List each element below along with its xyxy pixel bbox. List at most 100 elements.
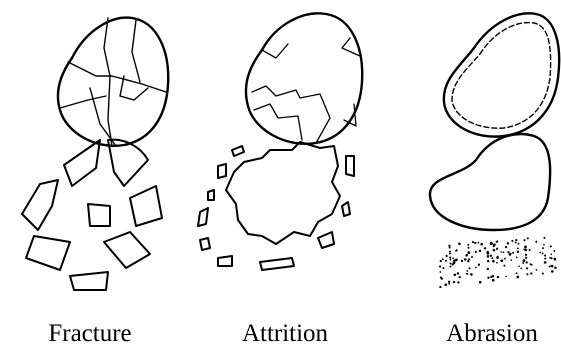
fragment: [104, 232, 150, 268]
dust-speck: [449, 247, 451, 249]
dust-speck: [507, 251, 509, 253]
dust-speck: [467, 251, 470, 254]
dust-speck: [469, 267, 471, 269]
dust-speck: [440, 260, 442, 262]
dust-speck: [472, 241, 474, 243]
chip: [218, 164, 226, 178]
dust-speck: [457, 281, 459, 283]
dust-speck: [487, 277, 489, 279]
dust-speck: [527, 237, 529, 239]
dust-speck: [479, 281, 482, 284]
dust-speck: [510, 253, 512, 255]
dust-speck: [542, 272, 544, 274]
dust-speck: [500, 259, 503, 262]
attrition-particle-outline: [246, 13, 362, 144]
dust-speck: [450, 266, 452, 268]
dust-speck: [465, 258, 467, 260]
fragment: [64, 140, 100, 186]
dust-speck: [484, 247, 486, 249]
dust-speck: [530, 272, 532, 274]
dust-speck: [525, 257, 527, 259]
dust-speck: [490, 242, 493, 245]
dust-speck: [487, 268, 489, 270]
dust-speck: [449, 257, 451, 259]
chip: [318, 232, 334, 248]
dust-speck: [449, 251, 451, 253]
dust-speck: [544, 261, 547, 264]
dust-speck: [444, 283, 447, 286]
dust-speck: [522, 262, 524, 264]
label-abrasion: Abrasion: [446, 321, 538, 346]
dust-speck: [496, 241, 498, 243]
abrasion-worn-surface-line: [452, 23, 551, 129]
dust-speck: [503, 251, 505, 253]
dust-speck: [487, 255, 490, 258]
dust-speck: [487, 260, 489, 262]
dust-speck: [500, 251, 502, 253]
dust-speck: [449, 253, 451, 255]
fragment: [130, 186, 162, 226]
dust-speck: [470, 273, 473, 276]
dust-speck: [542, 247, 544, 249]
fragment: [26, 236, 70, 270]
dust-speck: [523, 239, 525, 241]
dust-speck: [523, 248, 525, 250]
dust-speck: [504, 258, 506, 260]
chip: [260, 258, 294, 270]
dust-speck: [516, 276, 519, 279]
chip: [218, 256, 232, 266]
dust-speck: [452, 257, 454, 259]
dust-speck: [446, 255, 448, 257]
dust-speck: [517, 250, 519, 252]
dust-speck: [475, 251, 477, 253]
dust-speck: [475, 267, 477, 269]
dust-speck: [542, 253, 544, 255]
abrasion-remaining-particle: [430, 134, 550, 230]
dust-speck: [496, 262, 498, 264]
dust-speck: [478, 264, 480, 266]
dust-speck: [457, 272, 459, 274]
dust-speck: [490, 276, 492, 278]
dust-speck: [515, 239, 517, 241]
dust-speck: [529, 249, 531, 251]
dust-speck: [491, 257, 493, 259]
attrition-intact-particle: [246, 13, 362, 144]
dust-speck: [503, 265, 505, 267]
dust-speck: [452, 264, 454, 266]
dust-speck: [536, 269, 538, 271]
dust-speck: [505, 276, 507, 278]
dust-speck: [442, 267, 444, 269]
chip: [208, 190, 214, 200]
dust-speck: [471, 256, 473, 258]
chip: [346, 156, 354, 176]
dust-speck: [459, 276, 461, 278]
dust-speck: [479, 250, 481, 252]
dust-speck: [439, 286, 441, 288]
fragment: [22, 180, 58, 230]
fracture-intact-particle: [58, 18, 168, 146]
dust-speck: [497, 276, 499, 278]
dust-speck: [445, 260, 447, 262]
dust-speck: [466, 270, 468, 272]
dust-speck: [453, 273, 456, 276]
dust-speck: [516, 272, 518, 274]
dust-speck: [510, 259, 512, 261]
dust-speck: [549, 257, 551, 259]
dust-speck: [441, 278, 443, 280]
dust-speck: [448, 245, 450, 247]
dust-speck: [544, 257, 546, 259]
dust-speck: [461, 260, 463, 262]
dust-speck: [442, 258, 444, 260]
fracture-fragments: [22, 140, 162, 290]
dust-speck: [505, 246, 507, 248]
dust-speck: [490, 255, 492, 257]
dust-speck: [450, 262, 452, 264]
fracture-column: [22, 18, 168, 290]
dust-speck: [511, 240, 513, 242]
dust-speck: [535, 241, 537, 243]
dust-speck: [474, 242, 476, 244]
dust-speck: [526, 261, 528, 263]
dust-speck: [544, 255, 546, 257]
dust-speck: [480, 243, 483, 246]
fracture-particle-outline: [58, 18, 168, 146]
